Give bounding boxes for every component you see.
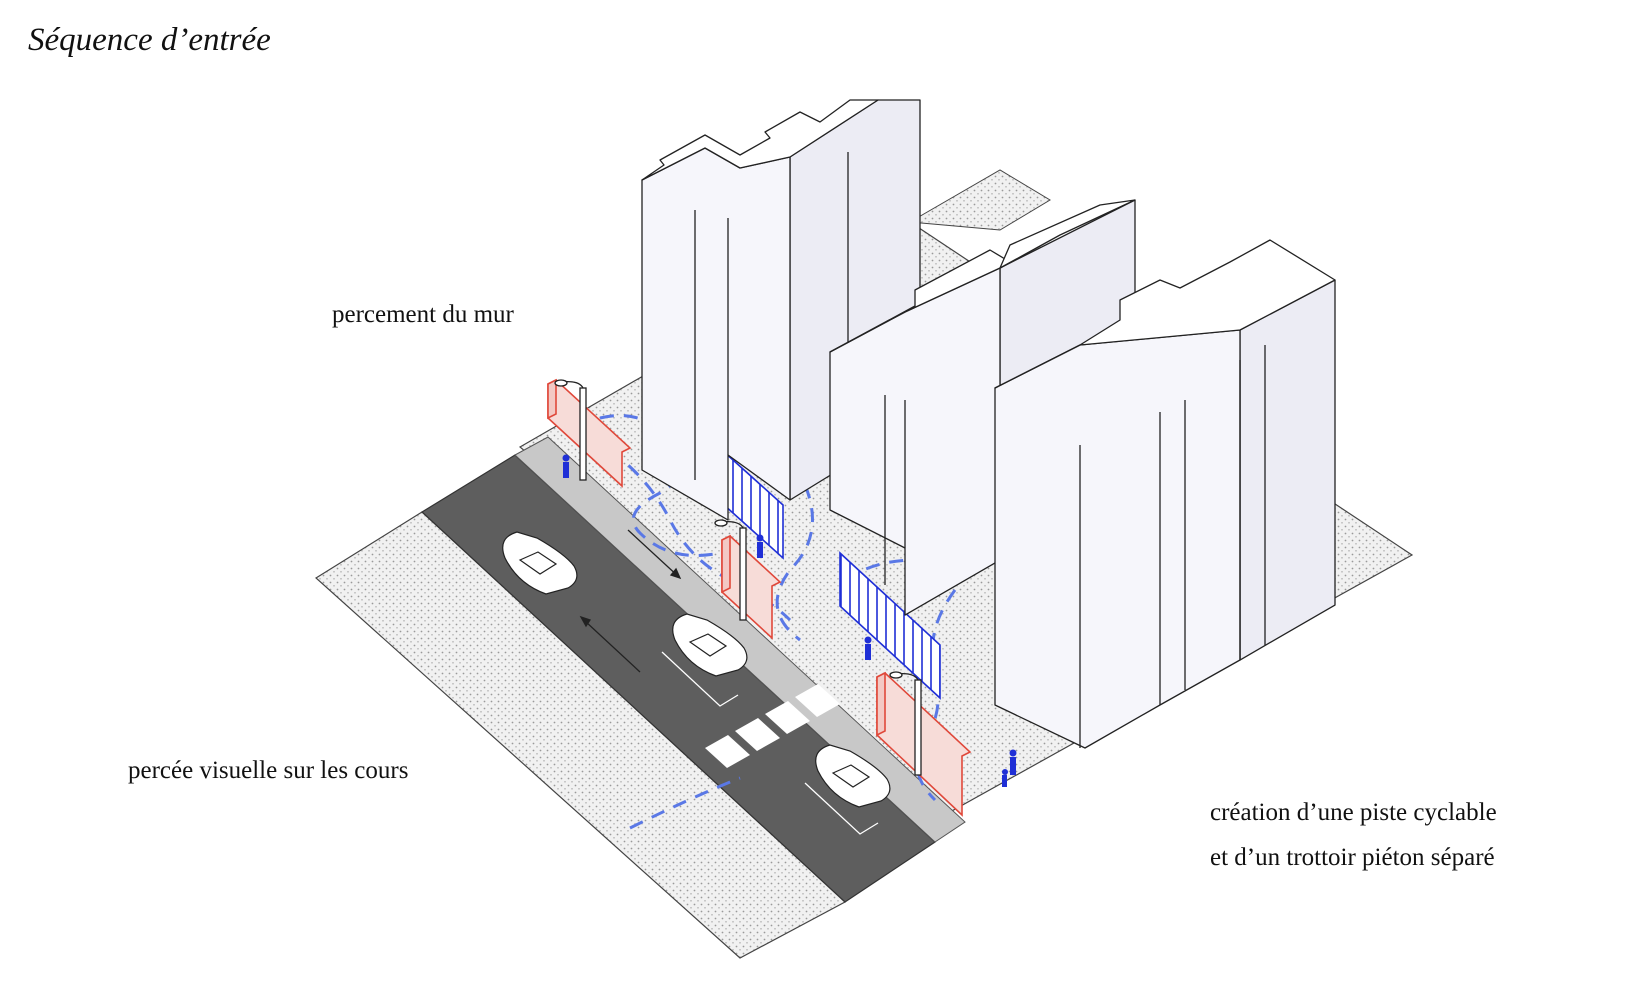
parking-marks xyxy=(661,651,879,835)
ground-back xyxy=(908,169,1051,231)
tower-back xyxy=(641,99,921,521)
label-piste-cyclable-line1: création d’une piste cyclable xyxy=(1210,799,1497,826)
street-lamp-icon xyxy=(554,379,922,776)
crosswalk xyxy=(705,684,840,768)
car-icon xyxy=(502,531,891,808)
tower-front xyxy=(994,239,1336,749)
diagram-title: Séquence d’entrée xyxy=(28,22,271,58)
label-percee-visuelle: percée visuelle sur les cours xyxy=(128,757,409,784)
label-piste-cyclable-line2: et d’un trottoir piéton séparé xyxy=(1210,844,1495,871)
boundary-walls xyxy=(547,378,972,817)
direction-arrows xyxy=(579,529,682,673)
label-percement-du-mur: percement du mur xyxy=(332,301,514,328)
